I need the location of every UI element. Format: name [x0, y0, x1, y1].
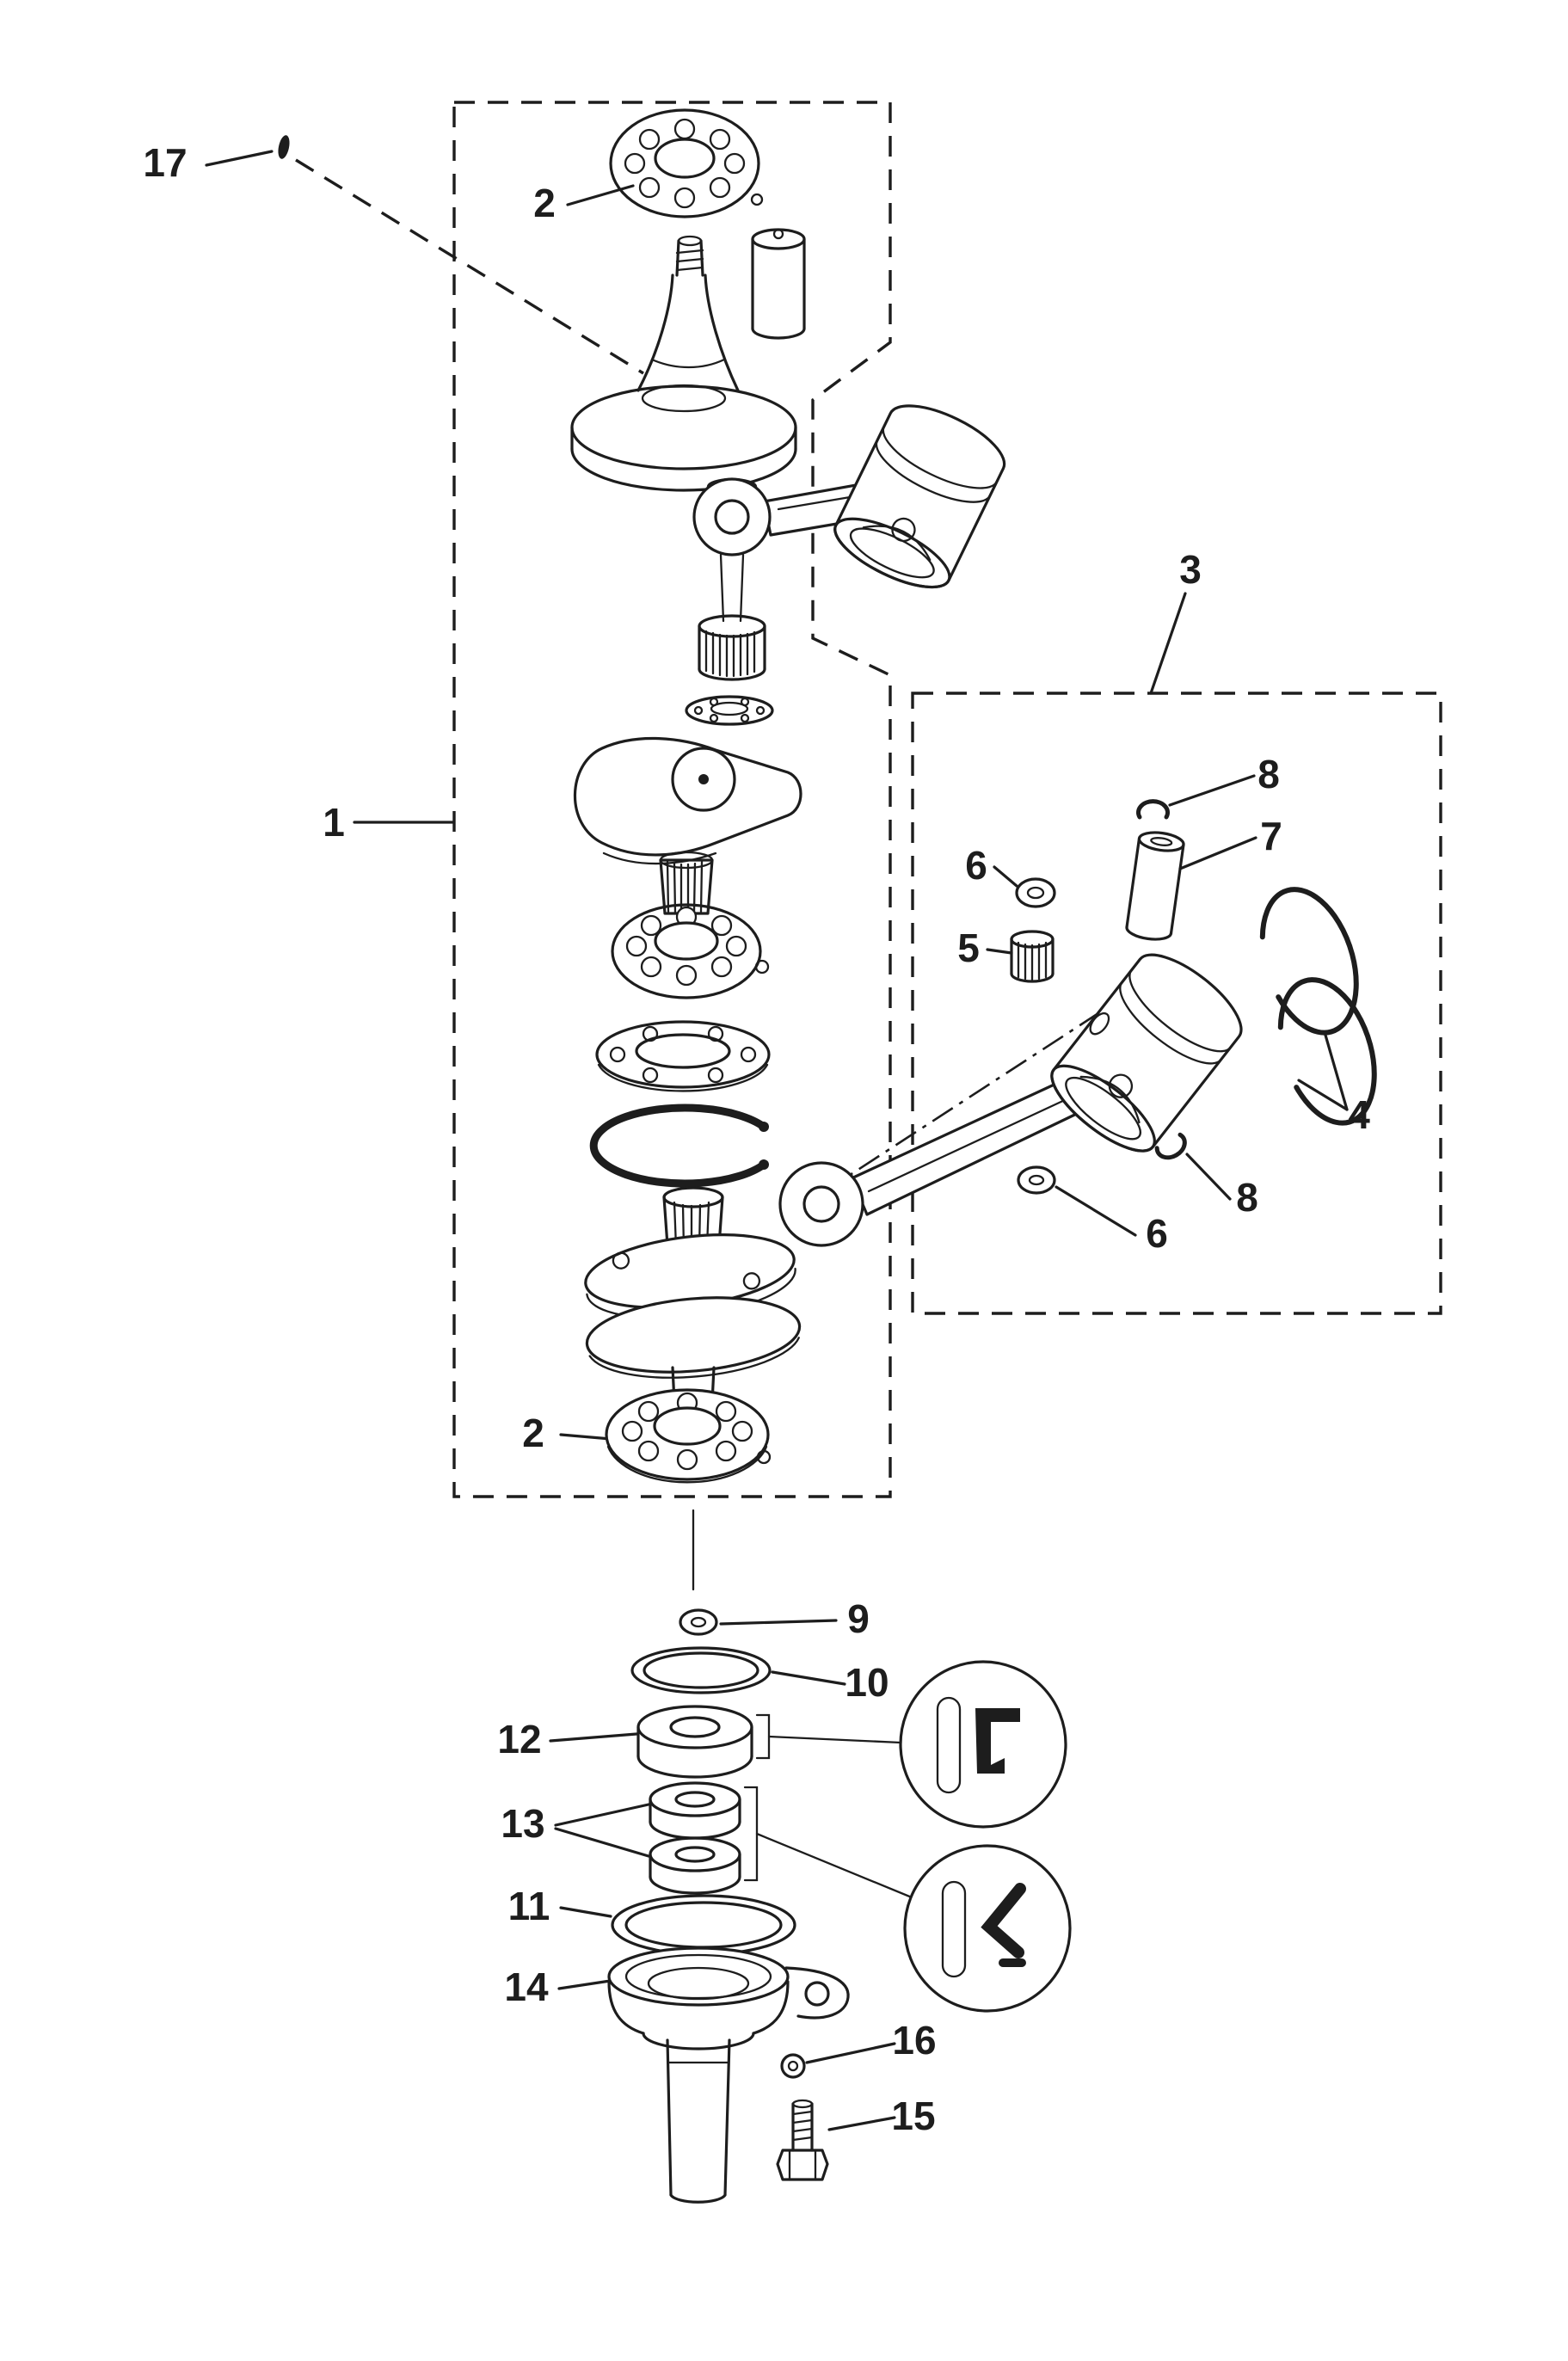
part-label: 4	[1348, 1092, 1370, 1137]
bolt-15	[776, 2099, 829, 2181]
part-labels: 17 2 1 3 8 7 6 5 4 8 6 2 9 10 12 13 11 1…	[143, 140, 1370, 2138]
washer-16	[780, 2053, 806, 2079]
part-label: 12	[497, 1717, 541, 1762]
part-label: 11	[508, 1884, 550, 1928]
part-label: 2	[533, 181, 556, 225]
part-label: 5	[957, 925, 980, 970]
piston-pin-7	[1125, 831, 1185, 941]
part-label: 10	[845, 1660, 889, 1705]
circlip-8-bottom	[1154, 1132, 1187, 1160]
retaining-c-ring	[589, 1104, 769, 1188]
rod-centerline	[821, 989, 1134, 1195]
bearing-12	[636, 1705, 902, 1779]
piston-top	[833, 404, 1006, 589]
assembly-box-piston	[911, 692, 1442, 1315]
dowel-cylinder	[751, 228, 806, 340]
piston-ring-4b	[1277, 977, 1377, 1126]
crankshaft-upper-taper	[636, 235, 740, 392]
ball-bearing-top	[609, 108, 764, 218]
piston-ring-4a	[1259, 887, 1359, 1036]
part-label: 2	[522, 1411, 544, 1455]
part-label: 3	[1179, 547, 1202, 592]
connecting-rod-top	[692, 477, 884, 623]
washer-9	[679, 1608, 718, 1636]
callout-detail-bottom	[903, 1844, 1072, 2013]
part-label: 9	[847, 1596, 870, 1641]
part-label: 8	[1236, 1175, 1258, 1220]
part-label: 6	[1146, 1211, 1168, 1256]
ring-10	[630, 1646, 772, 1694]
part-label: 14	[504, 1964, 549, 2009]
thrust-washer-top	[685, 695, 774, 726]
counterweight-upper	[570, 384, 797, 492]
splined-shaft	[659, 851, 714, 915]
connecting-rod-lower	[778, 1075, 1087, 1247]
part-label: 13	[501, 1801, 544, 1846]
washer-6-bottom	[1017, 1165, 1056, 1195]
washer-6-top	[1015, 877, 1056, 908]
bearing-cage-5	[1010, 930, 1055, 983]
dowel-pin	[278, 135, 290, 159]
part-label: 7	[1260, 814, 1282, 858]
part-label: 8	[1257, 752, 1280, 796]
part-label: 1	[323, 800, 345, 845]
main-bearing-middle	[611, 903, 770, 999]
part-label: 17	[143, 140, 187, 185]
needle-bearings-13	[649, 1781, 913, 1899]
piston-right	[1050, 953, 1243, 1153]
part-label: 16	[892, 2018, 936, 2063]
circlip-8-top	[1136, 799, 1170, 820]
bearing-race-plate	[595, 1020, 771, 1092]
end-cap-housing-14	[607, 1946, 850, 2204]
callout-detail-top	[899, 1660, 1067, 1829]
part-label: 15	[891, 2094, 935, 2138]
assembly-box-crankshaft	[452, 101, 892, 1498]
o-ring-11	[611, 1894, 796, 1956]
crank-web-middle	[573, 736, 802, 865]
leader-lines	[205, 150, 1349, 2131]
ball-bearing-bottom	[605, 1388, 772, 1484]
roller-bearing-cage-top	[698, 614, 766, 681]
crank-web-lower-2	[585, 1296, 802, 1379]
part-label: 6	[965, 843, 987, 888]
